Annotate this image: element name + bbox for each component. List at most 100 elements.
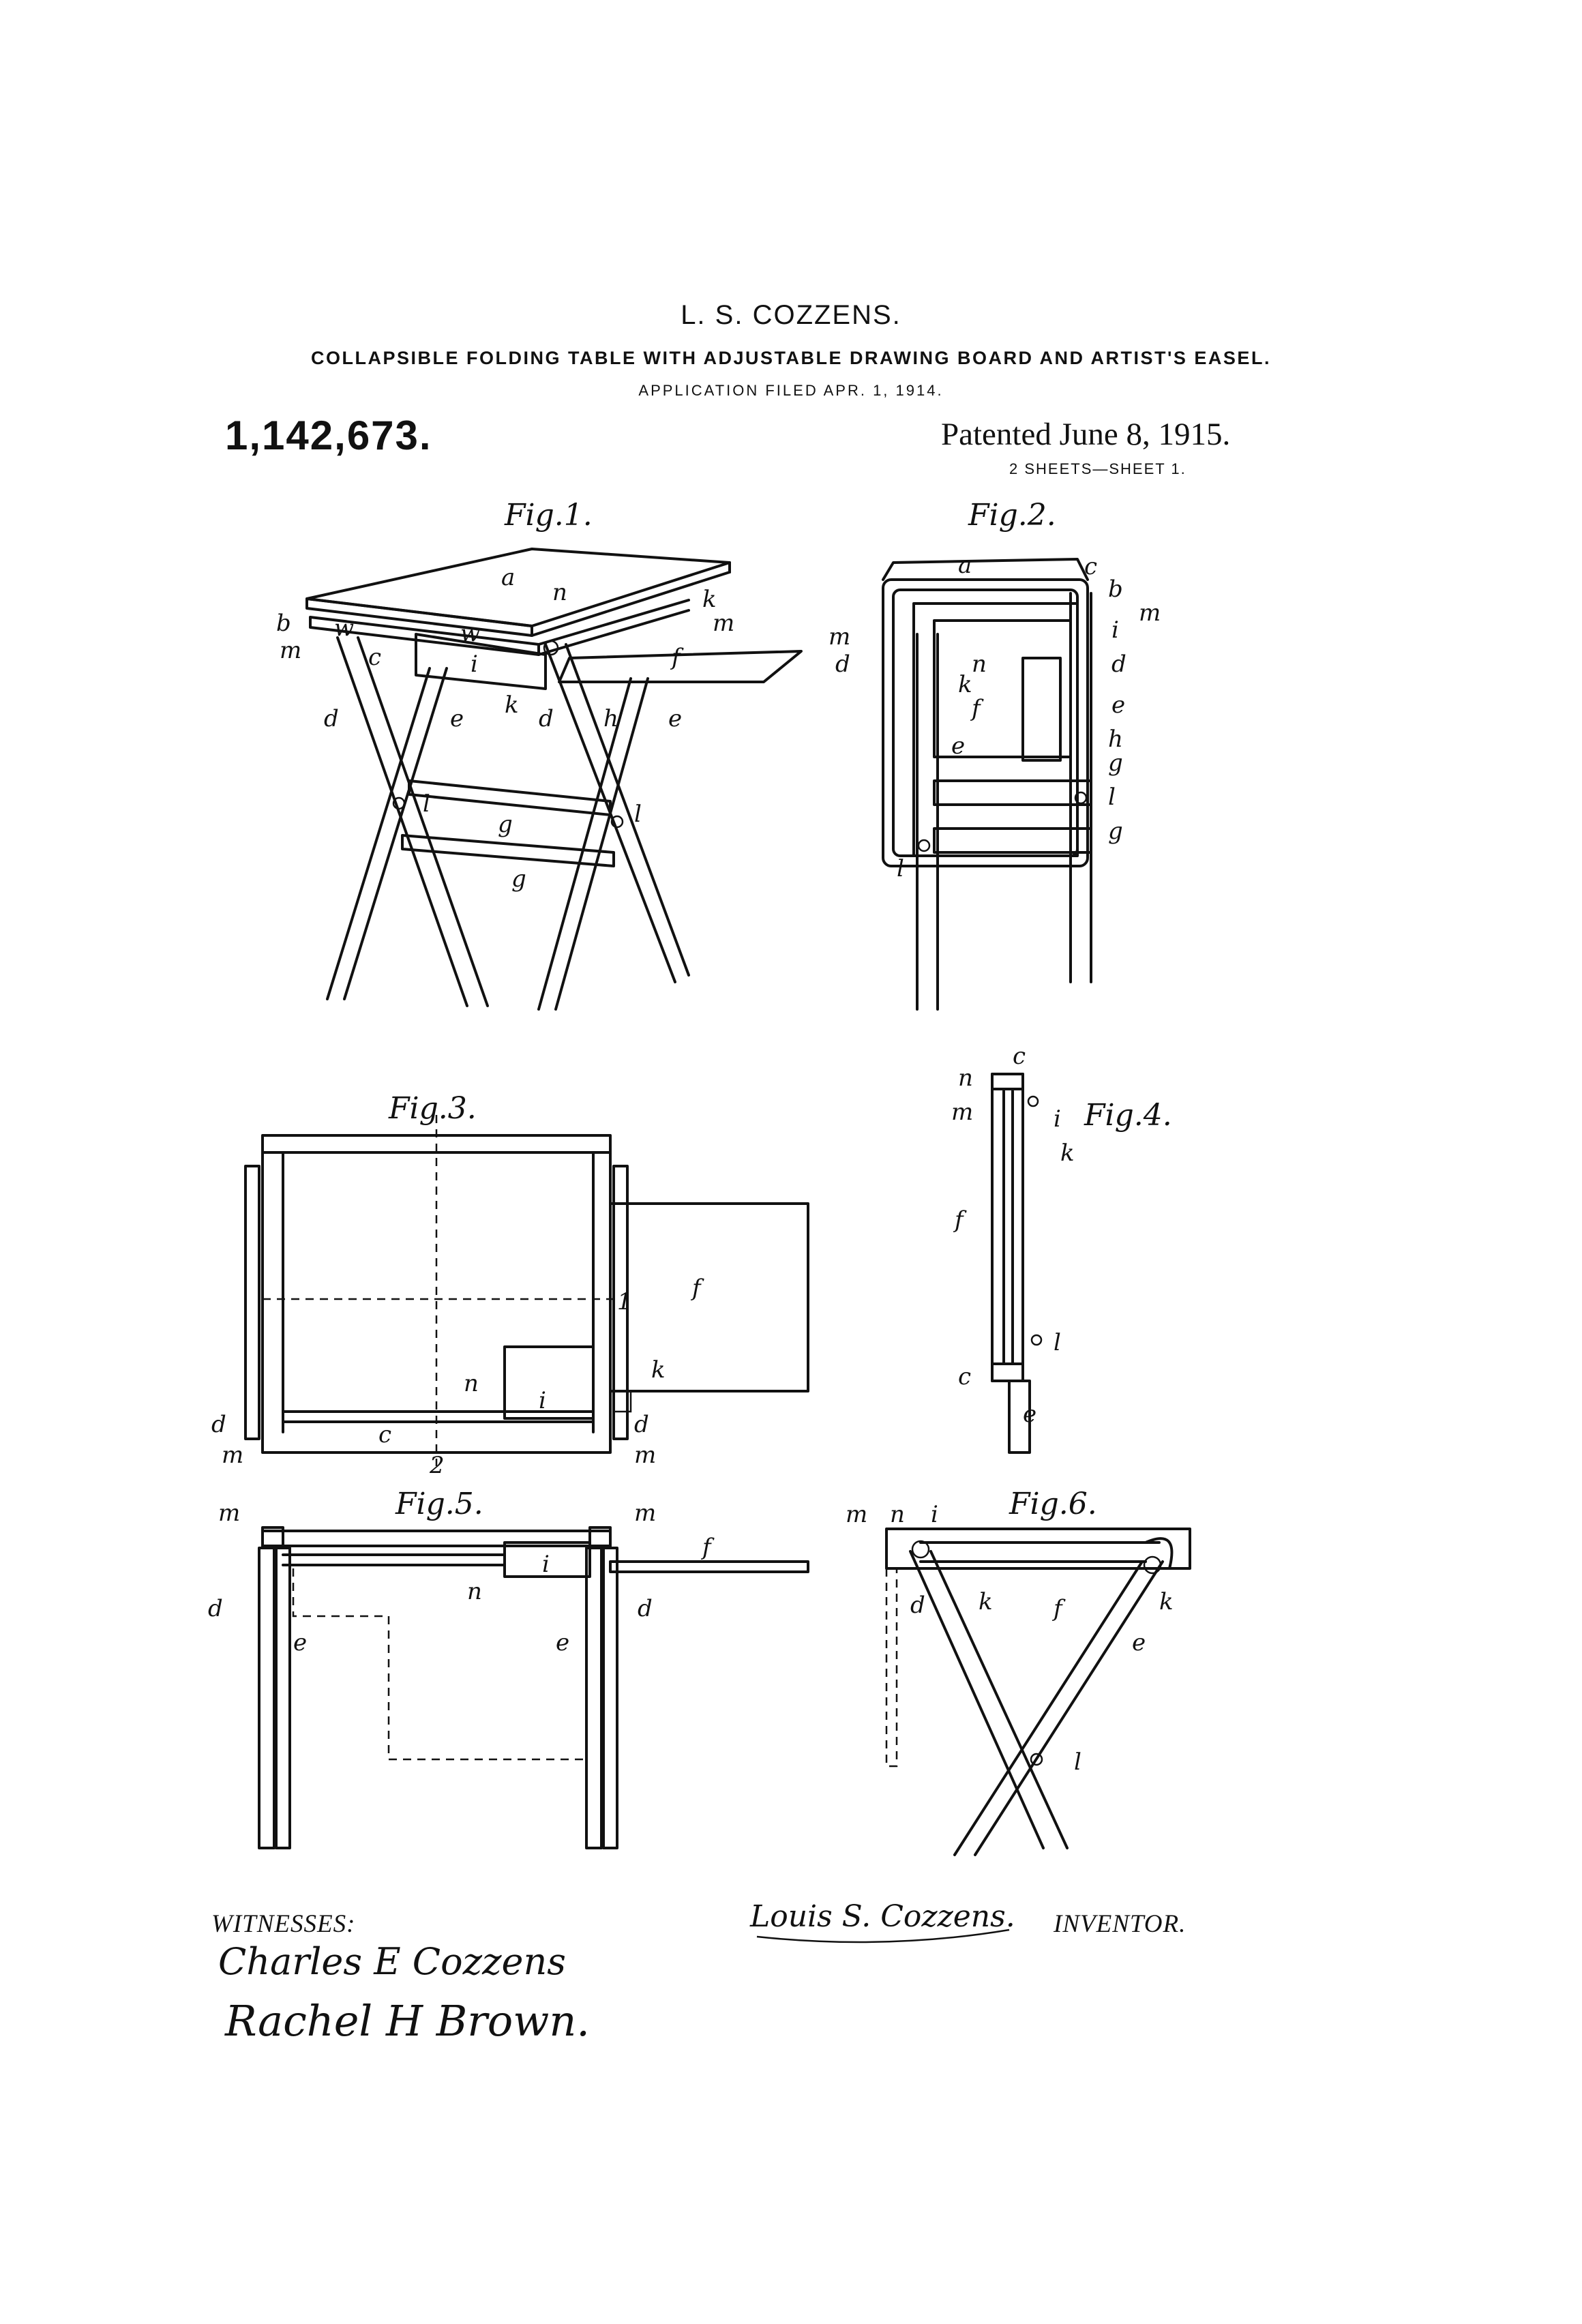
- inventor-signature: Louis S. Cozzens.: [749, 1899, 1015, 1934]
- svg-text:d: d: [539, 705, 554, 732]
- svg-text:i: i: [1054, 1105, 1061, 1133]
- svg-text:k: k: [979, 1588, 993, 1615]
- elevation-leg-left: [259, 1548, 274, 1848]
- svg-text:m: m: [218, 1500, 240, 1527]
- svg-text:b: b: [1108, 576, 1123, 603]
- figure-3-drawing: [245, 1115, 808, 1466]
- svg-text:k: k: [651, 1356, 666, 1384]
- figure-2-reference-letters: a c b m i m d n k f d e e h g l g l: [829, 552, 1161, 882]
- side-leg-d: [910, 1551, 1043, 1848]
- svg-text:e: e: [1132, 1629, 1146, 1656]
- svg-text:e: e: [293, 1629, 307, 1656]
- svg-text:n: n: [467, 1578, 482, 1605]
- svg-text:f: f: [1051, 1595, 1066, 1622]
- svg-text:f: f: [970, 695, 984, 722]
- svg-text:c: c: [1084, 553, 1097, 580]
- svg-text:h: h: [1108, 726, 1123, 753]
- svg-text:n: n: [972, 651, 987, 678]
- svg-text:m: m: [222, 1442, 243, 1469]
- svg-text:1: 1: [617, 1288, 632, 1315]
- svg-text:a: a: [958, 552, 972, 579]
- svg-text:c: c: [368, 644, 381, 671]
- svg-text:n: n: [958, 1064, 973, 1092]
- witnesses-label: WITNESSES:: [211, 1909, 355, 1939]
- svg-text:e: e: [1023, 1401, 1036, 1428]
- plan-leg-left: [245, 1166, 259, 1439]
- folded-crossbar-lower: [934, 829, 1091, 852]
- svg-text:k: k: [505, 691, 519, 719]
- plan-drawer: [505, 1347, 593, 1418]
- svg-text:f: f: [700, 1534, 715, 1561]
- figure-4-drawing: [992, 1074, 1041, 1452]
- svg-text:g: g: [1108, 818, 1123, 845]
- svg-text:c: c: [1013, 1043, 1026, 1070]
- svg-text:b: b: [276, 610, 291, 637]
- svg-text:c: c: [378, 1421, 391, 1448]
- svg-text:w: w: [334, 614, 354, 642]
- figure-5-drawing: [259, 1528, 808, 1848]
- figure-3-reference-letters: 1 f k n i d d c m m 2: [211, 1275, 704, 1479]
- svg-text:l: l: [897, 855, 904, 882]
- svg-text:h: h: [603, 705, 618, 732]
- figure-5-reference-letters: m m f i n d d e e: [208, 1500, 715, 1656]
- plan-shelf: [610, 1204, 808, 1391]
- svg-text:k: k: [702, 586, 717, 613]
- witness-1-signature: Charles E Cozzens: [218, 1940, 566, 1983]
- svg-text:m: m: [280, 637, 301, 664]
- svg-text:e: e: [951, 732, 965, 760]
- svg-text:e: e: [450, 705, 464, 732]
- inventor-label: INVENTOR.: [1054, 1909, 1186, 1939]
- svg-text:d: d: [324, 705, 339, 732]
- svg-text:c: c: [958, 1363, 971, 1390]
- witness-2-signature: Rachel H Brown.: [224, 1996, 590, 2046]
- svg-text:d: d: [910, 1592, 925, 1619]
- leg-d-left: [338, 638, 467, 1006]
- svg-text:l: l: [634, 801, 642, 828]
- svg-text:l: l: [423, 790, 430, 818]
- svg-text:d: d: [638, 1595, 653, 1622]
- svg-text:i: i: [471, 651, 478, 678]
- svg-text:k: k: [958, 671, 972, 698]
- figure-2-drawing: [883, 559, 1091, 1009]
- svg-text:i: i: [539, 1387, 546, 1414]
- svg-text:n: n: [890, 1501, 905, 1528]
- svg-text:d: d: [835, 651, 850, 678]
- svg-text:m: m: [951, 1099, 973, 1126]
- svg-text:l: l: [1108, 784, 1116, 811]
- folded-crossbar-upper: [934, 781, 1091, 805]
- svg-text:k: k: [1060, 1139, 1075, 1167]
- svg-text:k: k: [1159, 1588, 1174, 1615]
- svg-text:m: m: [634, 1500, 656, 1527]
- svg-text:d: d: [634, 1411, 649, 1438]
- svg-text:l: l: [1074, 1748, 1081, 1776]
- elevation-leg-right: [586, 1548, 601, 1848]
- svg-text:d: d: [211, 1411, 226, 1438]
- svg-text:i: i: [1111, 616, 1119, 644]
- svg-text:m: m: [713, 610, 734, 637]
- svg-text:n: n: [464, 1370, 479, 1397]
- svg-text:e: e: [556, 1629, 569, 1656]
- svg-text:m: m: [846, 1501, 867, 1528]
- svg-text:f: f: [670, 644, 684, 671]
- section-frame: [992, 1074, 1023, 1381]
- svg-text:e: e: [668, 705, 682, 732]
- svg-text:e: e: [1111, 691, 1125, 719]
- svg-text:g: g: [511, 865, 526, 893]
- svg-text:i: i: [542, 1551, 550, 1578]
- svg-text:d: d: [208, 1595, 223, 1622]
- svg-text:f: f: [690, 1275, 704, 1302]
- svg-text:f: f: [953, 1206, 967, 1234]
- svg-text:a: a: [501, 564, 515, 591]
- svg-text:g: g: [1108, 749, 1123, 777]
- svg-text:d: d: [1111, 651, 1126, 678]
- svg-text:m: m: [829, 623, 850, 651]
- svg-text:w: w: [460, 620, 480, 647]
- svg-text:m: m: [1139, 599, 1161, 627]
- svg-text:g: g: [498, 811, 513, 838]
- crossbar-upper: [409, 781, 610, 815]
- svg-text:m: m: [634, 1442, 656, 1469]
- svg-text:n: n: [552, 579, 567, 606]
- leg-e-left: [327, 668, 430, 999]
- folded-drawer: [1023, 658, 1060, 760]
- drawing-board-top: [307, 549, 730, 626]
